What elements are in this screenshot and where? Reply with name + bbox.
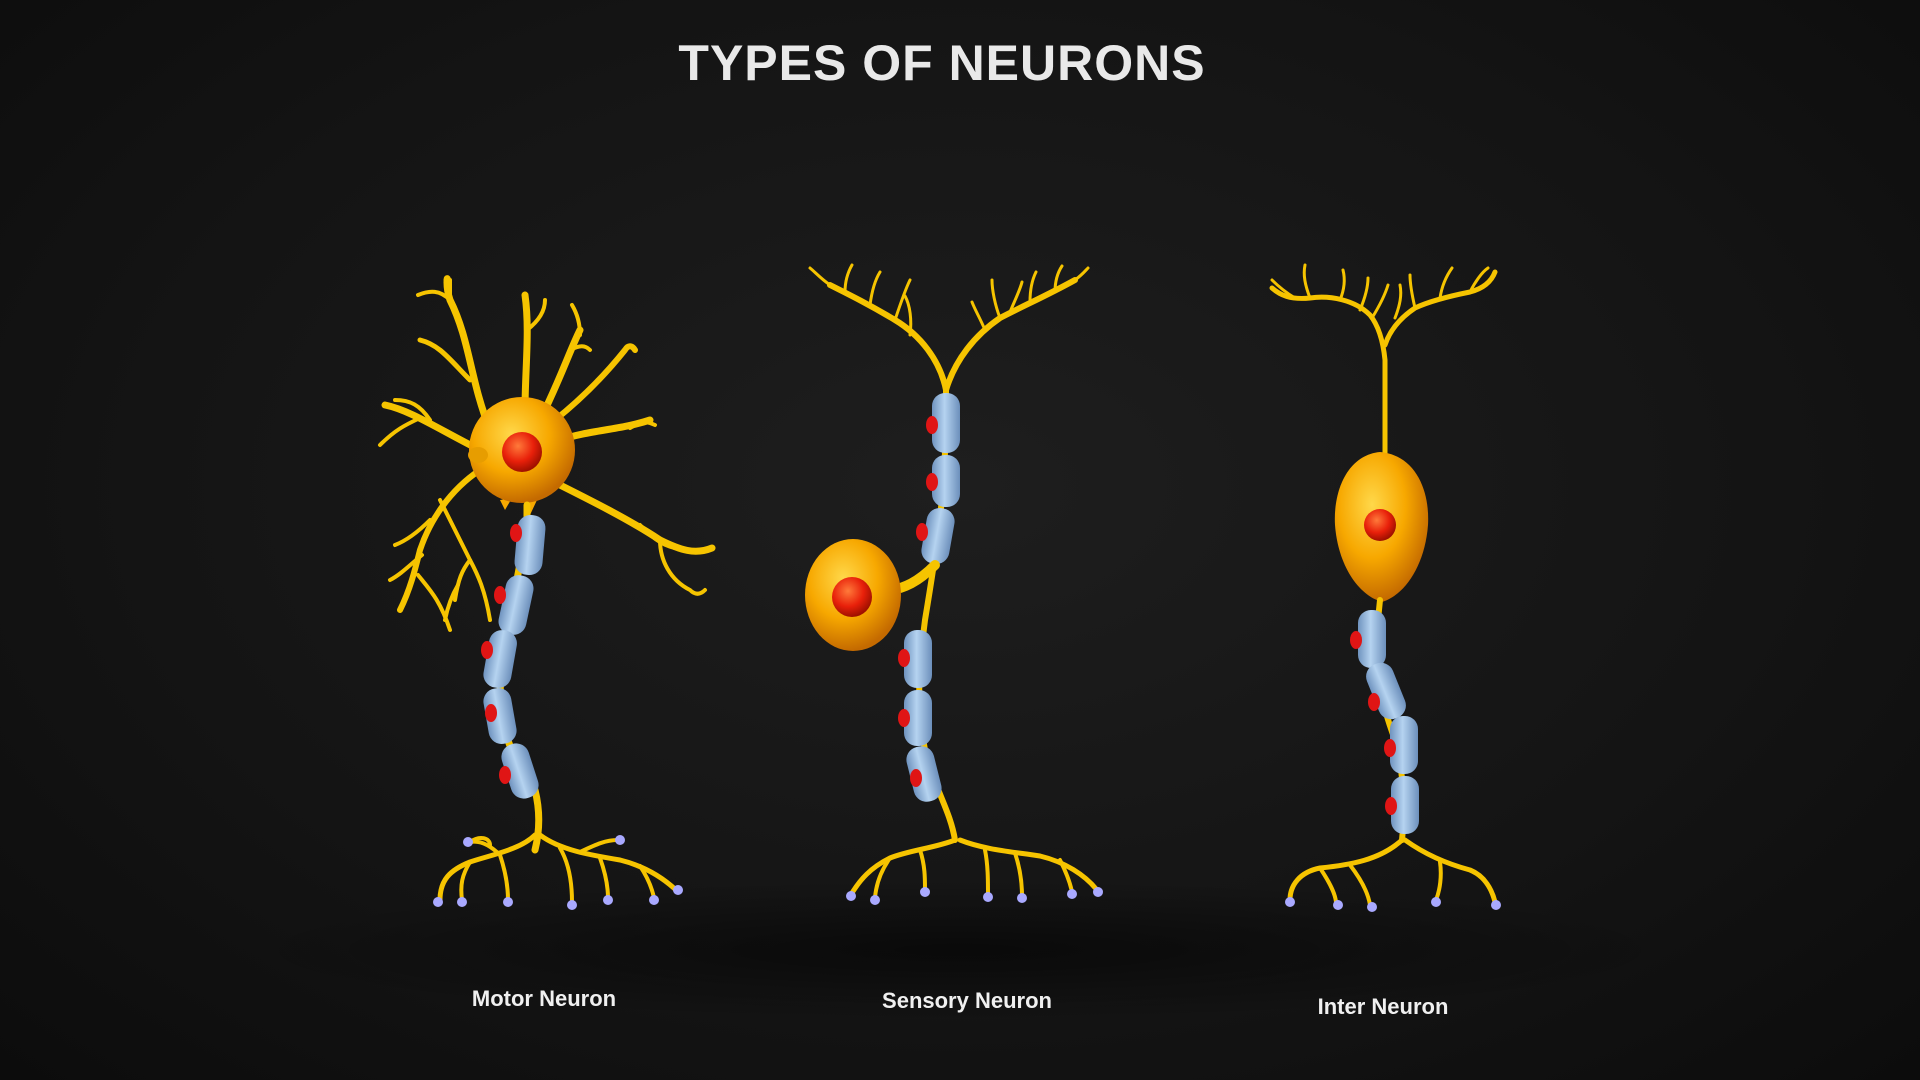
inter-neuron: Inter Neuron [1269, 263, 1501, 1019]
inter-nucleus [1364, 509, 1396, 541]
inter-nodes-of-ranvier [1350, 631, 1397, 815]
inter-cell-body [1334, 452, 1429, 602]
sensory-neuron: Sensory Neuron [805, 263, 1103, 1013]
motor-myelin-sheaths [483, 514, 546, 799]
motor-neuron: Motor Neuron [378, 275, 716, 1011]
motor-neuron-label: Motor Neuron [472, 986, 616, 1011]
motor-soma [468, 397, 575, 515]
inter-neuron-label: Inter Neuron [1318, 994, 1449, 1019]
inter-myelin-sheaths [1358, 610, 1419, 834]
motor-dendrites [378, 275, 716, 632]
motor-axon [481, 501, 546, 854]
inter-terminal-buttons [1285, 897, 1501, 912]
sensory-nodes-of-ranvier [898, 416, 938, 787]
diagram-title: TYPES OF NEURONS [678, 35, 1205, 91]
sensory-cell-body [805, 539, 940, 651]
motor-axon-terminals [433, 832, 683, 910]
inter-dendrites [1269, 263, 1498, 463]
sensory-neuron-label: Sensory Neuron [882, 988, 1052, 1013]
sensory-myelin-sheaths [904, 393, 960, 802]
sensory-axon-terminals [846, 837, 1103, 905]
inter-axon [1350, 597, 1419, 843]
motor-terminal-buttons [433, 835, 683, 910]
sensory-dendrites [808, 263, 1090, 393]
floor-shadow [240, 880, 1680, 1020]
inter-axon-terminals [1285, 837, 1501, 912]
motor-nucleus [502, 432, 542, 472]
motor-nodes-of-ranvier [481, 524, 522, 784]
sensory-nucleus [832, 577, 872, 617]
sensory-axon [898, 387, 960, 843]
sensory-terminal-buttons [846, 887, 1103, 905]
